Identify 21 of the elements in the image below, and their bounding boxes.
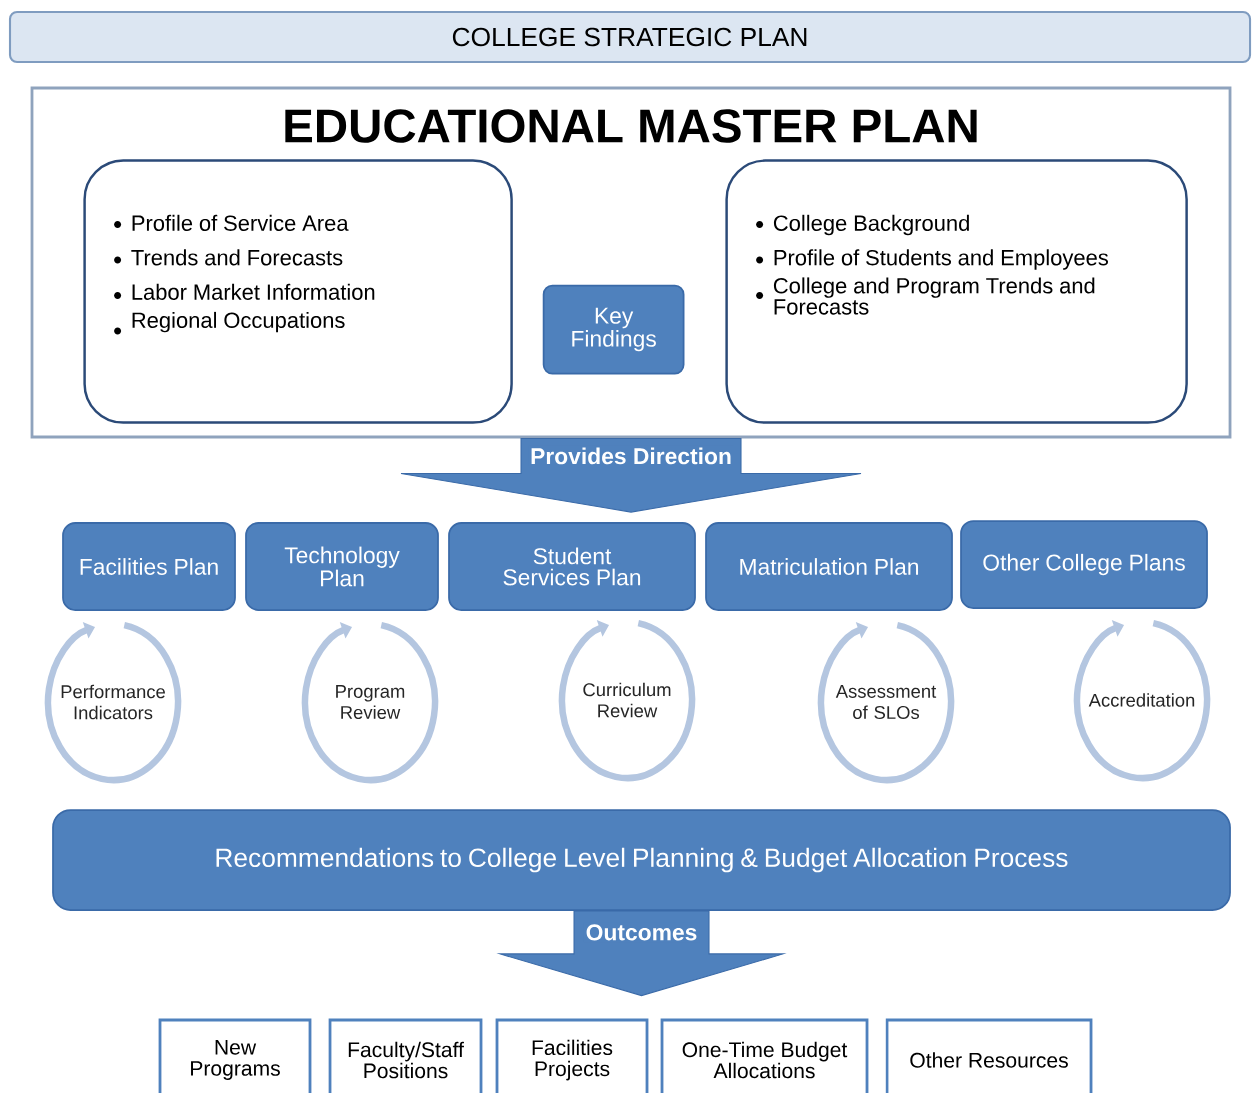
- outcome-box: New Programs: [158, 1018, 312, 1093]
- plan-box: Student Services Plan: [448, 522, 696, 611]
- list-box: College Background Profile of Students and Employees College and Program Trends and Forecasts: [725, 159, 1188, 424]
- outcome-box: Faculty/Staff Positions: [328, 1018, 483, 1093]
- plan-box: Other College Plans: [960, 520, 1208, 609]
- recommendation-banner: Recommendations to College Level Planning & Budget Allocation Process: [52, 809, 1231, 911]
- node-label: Performance Indicators: [61, 684, 165, 720]
- outcome-box: Other Resources: [885, 1018, 1093, 1093]
- title-banner: COLLEGE STRATEGIC PLAN: [8, 10, 1252, 64]
- plan-box: Facilities Plan: [62, 522, 236, 611]
- plan-box: Matriculation Plan: [705, 522, 953, 611]
- node-label: Program Review: [336, 685, 405, 719]
- node-label: Assessment of SLOs: [835, 685, 937, 719]
- plan-box: Technology Plan: [245, 522, 439, 611]
- outcome-box: One-Time Budget Allocations: [660, 1018, 869, 1093]
- node-label: Accreditation: [1088, 693, 1195, 707]
- key-findings-box: Key Findings: [542, 284, 685, 375]
- list-box: Profile of Service Area Trends and Forecasts Labor Market Information Regional Occupations: [83, 159, 513, 424]
- node-label: Curriculum Review: [583, 682, 671, 718]
- edge-label: Provides Direction: [528, 445, 734, 467]
- outcome-box: Facilities Projects: [495, 1018, 649, 1093]
